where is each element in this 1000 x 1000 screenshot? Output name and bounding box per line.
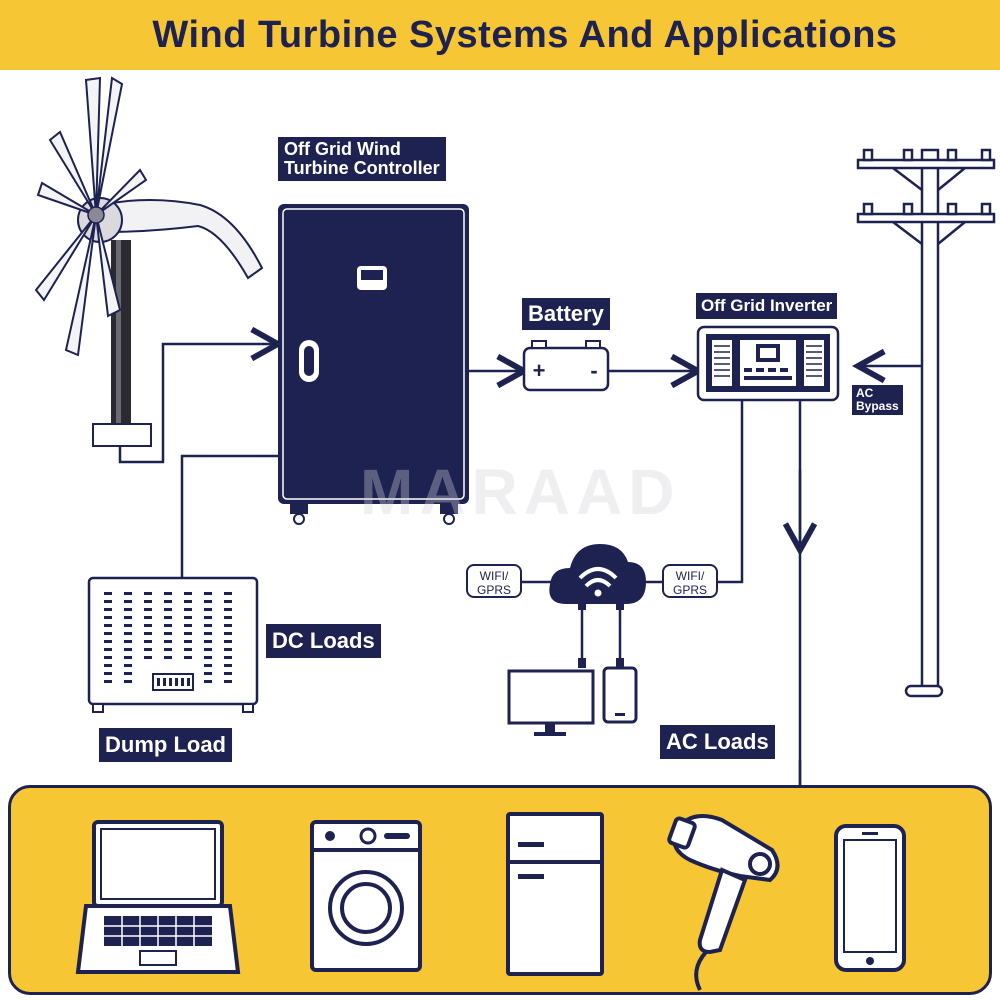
hair-dryer-icon (667, 814, 780, 991)
smartphone-icon (834, 824, 906, 972)
ac-bypass-label: AC Bypass (852, 385, 903, 415)
wifi-gprs-badge-left: WIFI/ GPRS (466, 564, 522, 598)
battery-minus-sign: - (590, 358, 597, 383)
controller-label-line2: Turbine Controller (284, 158, 440, 178)
dump-load-label: Dump Load (99, 728, 232, 762)
laptop-icon (75, 820, 241, 974)
dump-load-icon (87, 576, 259, 713)
dc-loads-label: DC Loads (266, 624, 381, 658)
controller-label: Off Grid Wind Turbine Controller (278, 137, 446, 181)
wifi-badge-line1: WIFI/ (675, 569, 705, 583)
inverter-icon (696, 325, 840, 402)
ac-bypass-label-line1: AC (856, 386, 874, 400)
monitor-icon (507, 669, 595, 736)
wifi-badge-line1: WIFI/ (479, 569, 509, 583)
controller-cabinet-icon (278, 204, 469, 525)
wind-turbine-icon (34, 76, 264, 447)
controller-label-line1: Off Grid Wind (284, 139, 401, 159)
wifi-badge-line2: GPRS (476, 583, 511, 597)
washing-machine-icon (310, 820, 422, 972)
battery-label: Battery (522, 298, 610, 330)
cloud-wifi-icon (549, 544, 646, 668)
battery-icon: + - (522, 340, 610, 392)
page-title: Wind Turbine Systems And Applications (152, 14, 898, 56)
utility-pole-icon (856, 148, 996, 698)
ac-bypass-label-line2: Bypass (856, 399, 899, 413)
wifi-badge-line2: GPRS (672, 583, 707, 597)
wiring (118, 344, 930, 785)
watermark-text: MARAAD (360, 456, 681, 528)
battery-plus-sign: + (533, 358, 546, 383)
ac-loads-label: AC Loads (660, 725, 775, 759)
header-bar: Wind Turbine Systems And Applications (0, 0, 1000, 70)
inverter-label: Off Grid Inverter (696, 293, 838, 319)
refrigerator-icon (506, 812, 604, 976)
wifi-gprs-badge-right: WIFI/ GPRS (662, 564, 718, 598)
phone-icon (602, 666, 638, 724)
